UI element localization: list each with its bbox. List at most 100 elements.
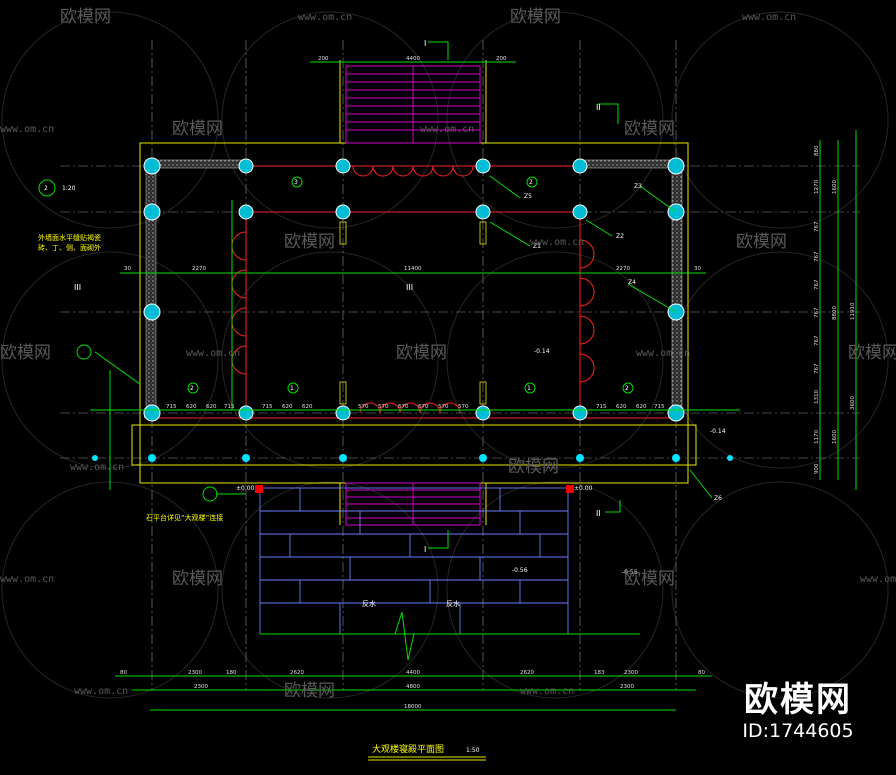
wm-brand-5: 欧模网 — [284, 232, 335, 252]
dim-r-8: 767 — [814, 335, 820, 346]
notes: 外墙面水平缝贴褐瓷 砖、丁、侧、面砌外 石平台详见“大观楼”连接 反水 反水 — [38, 233, 460, 608]
callout-z2: Z2 — [616, 233, 624, 240]
level-6: ±0.00 — [574, 485, 593, 492]
section-mark-i-top: I — [424, 39, 426, 48]
dims-mid: 30 2270 11400 2270 30 — [124, 266, 701, 272]
brand-logo: 欧模网 ID:1744605 — [718, 680, 878, 742]
callout-z5: Z5 — [524, 193, 532, 200]
dim-r-9: 767 — [814, 363, 820, 374]
wall-note-line-1: 外墙面水平缝贴褐瓷 — [38, 233, 101, 242]
callout-z4: Z4 — [628, 279, 636, 286]
wm-brand-9: 欧模网 — [848, 343, 896, 363]
dim-mid-2: 2270 — [192, 266, 206, 272]
callout-z6: Z6 — [714, 495, 722, 502]
dim-r-3: 1600 — [832, 180, 838, 194]
dim-wall-11: 670 — [418, 404, 429, 410]
dim-wall-6: 620 — [282, 404, 293, 410]
detail-tag: 2 — [44, 185, 48, 192]
water-label-left: 反水 — [362, 599, 376, 608]
dim-top-2: 4400 — [406, 56, 420, 62]
section-mark-ii-bottom: II — [596, 509, 601, 518]
section-mark-iii-left: III — [74, 283, 81, 292]
dim-r-7: 767 — [814, 307, 820, 318]
dim-b-total: 18000 — [404, 704, 422, 710]
dim-r-12: 1600 — [832, 430, 838, 444]
axis-tag-4: 1 — [290, 385, 294, 392]
dim-mid-3: 11400 — [404, 266, 422, 272]
brand-id: ID:1744605 — [742, 720, 854, 742]
wm-brand-13: 欧模网 — [284, 681, 335, 701]
top-stair — [345, 65, 481, 144]
axis-tag-5: 1 — [527, 385, 531, 392]
wm-url-7: www.om.cn — [636, 348, 690, 359]
wm-brand-1: 欧模网 — [60, 7, 111, 27]
dim-r-10: 1310 — [814, 390, 820, 404]
level-5: ±0.00 — [236, 485, 255, 492]
dims-right: 880 1270 1600 767 767 767 767 767 767 13… — [814, 145, 856, 474]
dim-wall-3: 620 — [206, 404, 217, 410]
dim-wall-14: 715 — [596, 404, 607, 410]
front-columns — [92, 454, 733, 462]
dim-top-3: 200 — [496, 56, 507, 62]
wm-brand-3: 欧模网 — [172, 119, 223, 139]
dim-mid-5: 30 — [694, 266, 701, 272]
detail-scale: 1:20 — [62, 185, 76, 192]
dim-r-4: 767 — [814, 221, 820, 232]
watermark-circles — [1, 11, 889, 699]
wm-brand-8: 欧模网 — [396, 343, 447, 363]
dims-bottom-1: 80 2300 180 2620 4400 2620 183 2300 80 — [120, 670, 705, 676]
dim-wall-12: 570 — [438, 404, 449, 410]
axis-tags: 3 2 2 1 1 2 2 1:20 — [38, 176, 634, 502]
dim-wall-17: 715 — [654, 404, 665, 410]
dim-b2-1: 2300 — [194, 684, 208, 690]
section-mark-i-bottom: I — [424, 545, 426, 554]
dim-b1-5: 4400 — [406, 670, 420, 676]
dims-top: 200 4400 200 — [318, 56, 507, 62]
dim-wall-13: 570 — [458, 404, 469, 410]
levels: -0.14 -0.14 -0.56 -0.56 ±0.00 ±0.00 — [236, 348, 726, 576]
dim-b1-6: 2620 — [520, 670, 534, 676]
wm-brand-4: 欧模网 — [624, 119, 675, 139]
level-3: -0.56 — [512, 567, 528, 574]
wm-url-8: www.om.cn — [70, 462, 124, 473]
drawing-scale: 1:50 — [466, 747, 480, 754]
axis-tag-6: 2 — [625, 385, 629, 392]
dim-wall-15: 620 — [616, 404, 627, 410]
wm-url-11: www.om.cn — [74, 686, 128, 697]
exterior-walls — [144, 159, 684, 419]
dim-wall-8: 570 — [358, 404, 369, 410]
dim-r-13: 900 — [814, 463, 820, 474]
stone-platform — [255, 485, 640, 661]
dim-r-11: 1170 — [814, 430, 820, 444]
watermark-text: 欧模网 www.om.cn 欧模网 www.om.cn www.om.cn 欧模… — [0, 7, 896, 701]
dim-wall-16: 620 — [636, 404, 647, 410]
axis-tag-2: 2 — [529, 179, 533, 186]
wm-url-9: www.om.cn — [0, 574, 54, 585]
callouts: Z5 Z1 Z2 Z3 Z4 Z6 — [524, 183, 722, 502]
bottom-stair — [345, 482, 481, 526]
dim-wall-9: 570 — [378, 404, 389, 410]
section-mark-iii-mid: III — [406, 283, 413, 292]
dim-wall-10: 670 — [398, 404, 409, 410]
wm-url-1: www.om.cn — [298, 12, 352, 23]
doors-partitions — [152, 165, 676, 419]
wm-brand-12: 欧模网 — [624, 569, 675, 589]
dim-b2-3: 2300 — [620, 684, 634, 690]
axis-tag-1: 3 — [294, 179, 298, 186]
section-mark-ii-top: II — [596, 103, 601, 112]
drawing-title: 大观楼寝殿平面图 — [372, 743, 444, 755]
dims-wall-row: 715 620 620 715 715 620 620 570 570 670 … — [166, 404, 665, 410]
dim-b1-4: 2620 — [290, 670, 304, 676]
wm-url-2: www.om.cn — [742, 12, 796, 23]
dim-b1-2: 2300 — [188, 670, 202, 676]
dim-b1-7: 183 — [594, 670, 605, 676]
dim-r-1: 880 — [814, 145, 820, 156]
dim-wall-4: 715 — [224, 404, 235, 410]
dim-mid-4: 2270 — [616, 266, 630, 272]
dim-r-group-1: 8800 — [832, 306, 838, 320]
dim-b1-9: 80 — [698, 670, 705, 676]
leaders — [94, 41, 713, 549]
dim-r-total: 11910 — [850, 302, 856, 320]
wm-brand-2: 欧模网 — [510, 7, 561, 27]
